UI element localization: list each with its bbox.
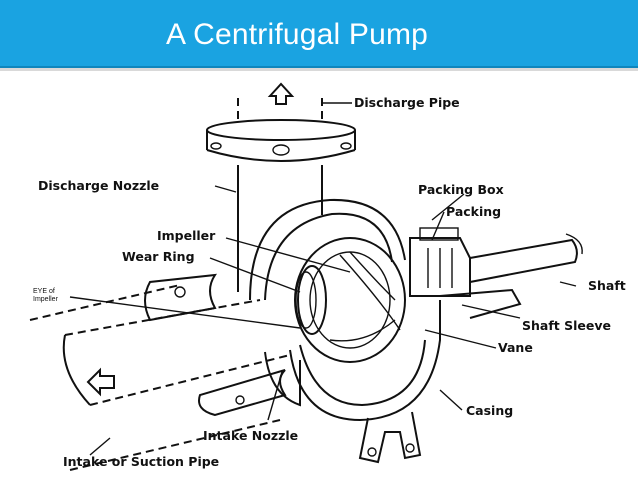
- label-eye-of-impeller-line2: Impeller: [33, 296, 59, 303]
- label-packing-box: Packing Box: [418, 182, 504, 197]
- label-packing: Packing: [446, 204, 501, 219]
- title-divider: [0, 68, 638, 71]
- leader-lines: [69, 102, 577, 456]
- label-shaft: Shaft: [588, 278, 626, 293]
- label-discharge-pipe: Discharge Pipe: [354, 95, 460, 110]
- label-shaft-sleeve: Shaft Sleeve: [522, 318, 611, 333]
- title-bar: A Centrifugal Pump: [0, 0, 638, 68]
- casing-drawing: [249, 198, 441, 464]
- label-impeller: Impeller: [157, 228, 216, 243]
- slide-title: A Centrifugal Pump: [166, 18, 429, 51]
- impeller-drawing: [294, 237, 406, 363]
- label-casing: Casing: [466, 403, 513, 418]
- label-intake-nozzle: Intake Nozzle: [203, 428, 298, 443]
- discharge-pipe-drawing: [206, 82, 356, 292]
- label-eye-of-impeller-line1: EYE of: [33, 288, 55, 295]
- label-discharge-nozzle: Discharge Nozzle: [38, 178, 159, 193]
- shaft-drawing: [409, 227, 583, 319]
- label-vane: Vane: [498, 340, 533, 355]
- suction-pipe-drawing: [29, 273, 301, 471]
- label-intake-suction-pipe: Intake or Suction Pipe: [63, 454, 219, 469]
- label-wear-ring: Wear Ring: [122, 249, 195, 264]
